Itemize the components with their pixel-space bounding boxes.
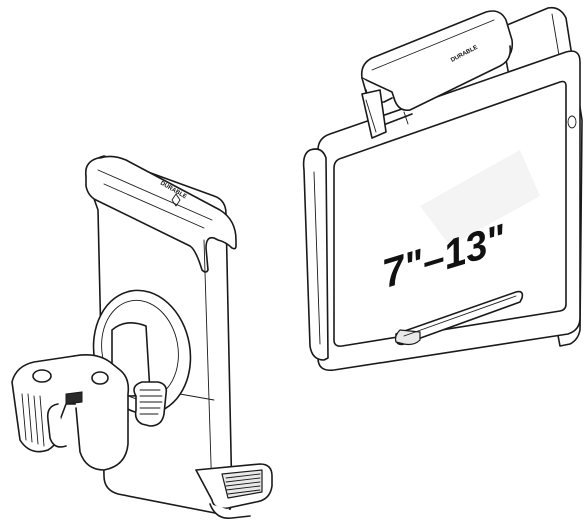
holder-with-clamp-assembly: DURABLE xyxy=(11,155,273,520)
bottom-clamp xyxy=(394,290,524,346)
tablet-holder-assembly: DURABLE 7"–13" xyxy=(302,6,583,372)
adjust-knob xyxy=(133,381,168,427)
holder-bottom-clamp xyxy=(195,463,273,520)
handlebar-clamp xyxy=(11,354,130,471)
